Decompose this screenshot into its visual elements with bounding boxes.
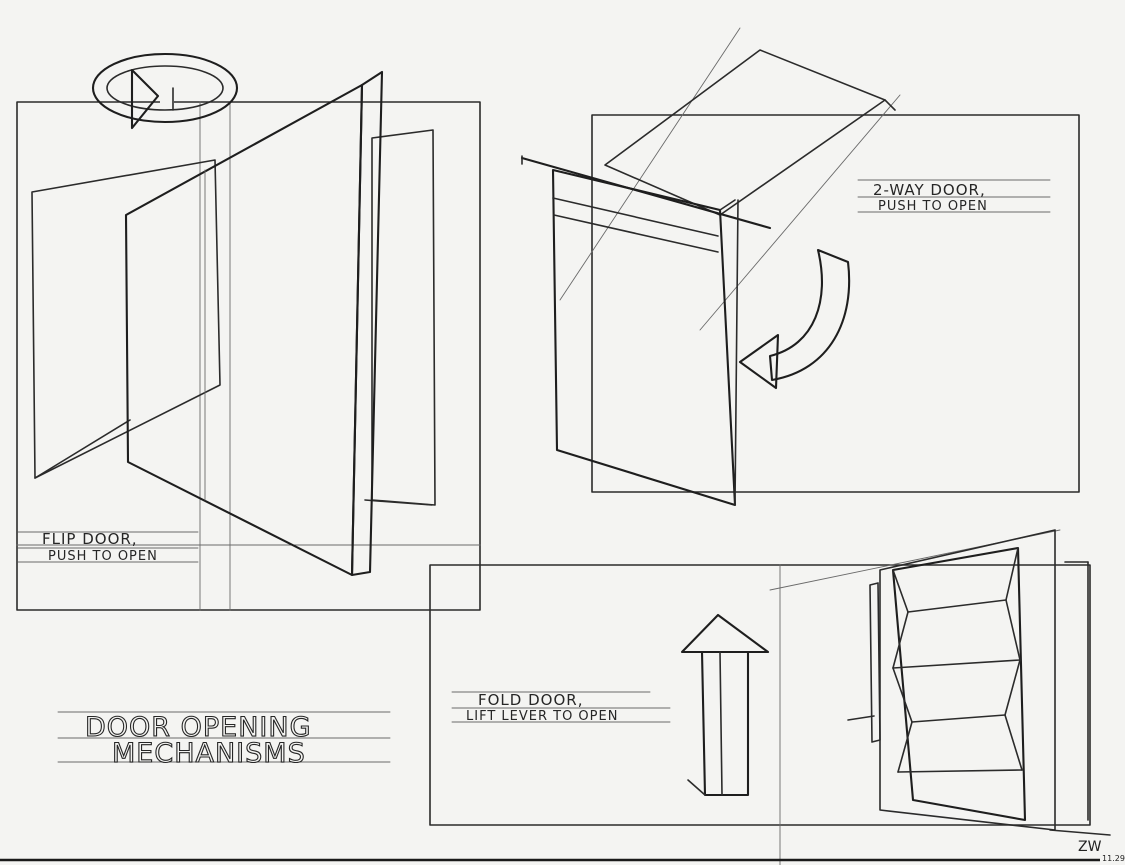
flip-door-frame	[16, 101, 481, 611]
fold-door-drawing	[429, 529, 1111, 865]
sheet-title: DOOR OPENING MECHANISMS	[57, 711, 391, 770]
fold-door-label: FOLD DOOR, LIFT LEVER TO OPEN	[451, 691, 671, 724]
two-way-door-drawing	[520, 27, 1080, 507]
fold-door-wall	[879, 529, 1056, 831]
two-way-door-frame	[591, 114, 1080, 493]
fold-door-frame	[429, 564, 1091, 826]
flip-door-label: FLIP DOOR, PUSH TO OPEN	[17, 530, 199, 564]
curved-down-arrow-icon	[738, 248, 851, 390]
flip-door-slab	[124, 83, 364, 577]
artist-initials: ZW	[1078, 839, 1102, 855]
flip-door-slab-edge	[350, 70, 384, 577]
two-way-door-action: PUSH TO OPEN	[878, 199, 988, 214]
rotate-arrow-icon	[91, 52, 239, 130]
two-way-door-label: 2-WAY DOOR, PUSH TO OPEN	[857, 179, 1051, 214]
title-line-1: DOOR OPENING	[85, 712, 312, 743]
flip-door-back-wall	[31, 159, 221, 479]
fold-door-slab	[891, 546, 1027, 822]
up-arrow-icon	[680, 613, 770, 797]
fold-door-action: LIFT LEVER TO OPEN	[466, 709, 618, 724]
fold-door-name: FOLD DOOR,	[478, 691, 583, 709]
two-way-door-name: 2-WAY DOOR,	[873, 181, 986, 199]
title-line-2: MECHANISMS	[112, 738, 306, 769]
flip-door-action: PUSH TO OPEN	[48, 549, 158, 564]
flip-door-side-wall	[371, 129, 436, 506]
flip-door-name: FLIP DOOR,	[42, 530, 138, 548]
fold-door-lever	[869, 582, 881, 743]
sketch-date: 11.29	[1102, 854, 1125, 863]
two-way-door-top-panel	[604, 49, 886, 216]
flip-door-drawing	[16, 52, 481, 611]
